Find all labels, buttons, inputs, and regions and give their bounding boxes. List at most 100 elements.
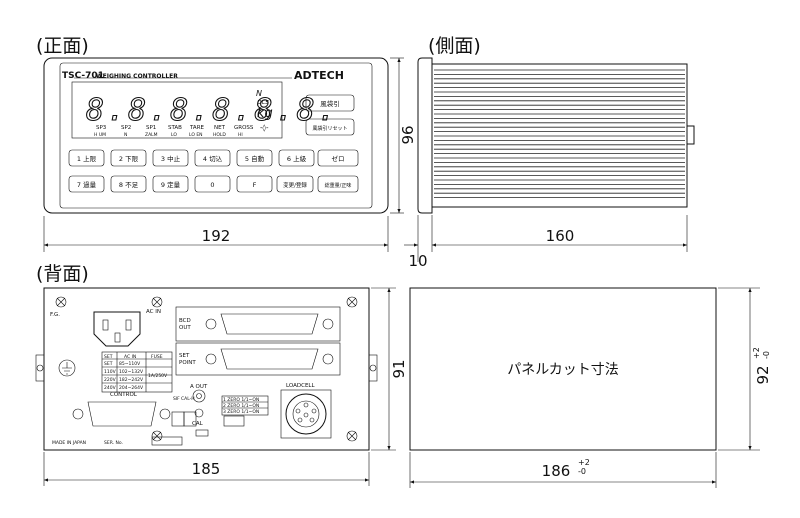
indicator-sub-3: ZALM — [145, 132, 158, 138]
key-4[interactable] — [194, 149, 231, 167]
brand-label: ADTECH — [294, 69, 344, 82]
title-front: (正面) — [36, 35, 89, 57]
setpoint-connector — [220, 348, 319, 370]
loadcell-plate — [280, 389, 332, 439]
voltage-table: SET AC IN FUSE SET 85~110V 110V 102~132V… — [101, 351, 173, 393]
bcd-connector — [220, 313, 319, 335]
table-cell: 240V — [104, 385, 117, 391]
dim-cutout-height: 92 — [754, 365, 772, 384]
key-3[interactable] — [152, 149, 189, 167]
cal-switch — [195, 429, 209, 437]
key-6[interactable] — [278, 149, 315, 167]
key-zero[interactable] — [317, 149, 359, 167]
indicator-row: SP3 SP2 SP1 STAB TARE NET GROSS H UM N Z… — [94, 125, 254, 138]
back-view: F.G. AC IN SET AC IN FUSE SET 85~110V 11… — [35, 287, 408, 486]
back-right-tab — [368, 354, 378, 382]
dim-back-width: 185 — [192, 460, 221, 478]
key-f[interactable] — [236, 175, 273, 193]
indicator-sub-4: LO — [171, 132, 177, 138]
tol-height-upper: +2 — [752, 347, 761, 359]
indicator-sp2: SP2 — [121, 125, 131, 131]
key-0[interactable] — [194, 175, 231, 193]
key-1[interactable] — [68, 149, 105, 167]
tare-reset-key[interactable] — [305, 118, 355, 136]
key-1-label: 1 上限 — [77, 154, 97, 163]
indicator-net: NET — [214, 125, 226, 131]
dim-cutout-width: 186 — [542, 462, 571, 480]
panel-cutout-view: パネルカット寸法 92 +2 -0 186 +2 -0 — [409, 287, 772, 488]
table-cell: 110V — [104, 369, 117, 375]
unit-pcs: pcs — [256, 98, 269, 106]
serial-box — [151, 436, 183, 446]
indicator-sp1: SP1 — [146, 125, 156, 131]
model-sub-label: WEIGHING CONTROLLER — [96, 73, 178, 80]
indicator-sp3: SP3 — [96, 125, 107, 131]
front-bezel — [43, 57, 389, 214]
tol-width-lower: -0 — [578, 467, 586, 476]
side-view: 96 160 10 — [390, 57, 695, 270]
indicator-stab: STAB — [168, 125, 182, 131]
key-change-register[interactable] — [276, 175, 314, 193]
key-9[interactable] — [152, 175, 189, 193]
key-gross-net-label: 総重量/正味 — [325, 182, 352, 189]
dip-switch — [223, 415, 245, 427]
unit-kg: kg — [257, 106, 273, 121]
tol-width-upper: +2 — [578, 458, 590, 467]
control-connector — [87, 401, 157, 427]
key-7[interactable] — [68, 175, 105, 193]
indicator-gross: GROSS — [234, 125, 254, 131]
display-window — [71, 81, 283, 139]
table-cell: SET — [104, 361, 113, 367]
side-ribs — [434, 69, 685, 199]
key-5[interactable] — [236, 149, 273, 167]
key-zero-label: ゼロ — [332, 154, 345, 163]
table-head-acin: AC IN — [124, 354, 136, 360]
setpoint-point-label: POINT — [179, 360, 196, 366]
key-7-label: 7 過量 — [77, 180, 97, 189]
table-head-fuse: FUSE — [151, 354, 163, 360]
key-8-label: 8 不足 — [119, 181, 139, 189]
setpoint-label: SET — [179, 353, 190, 359]
key-4-label: 4 切込 — [203, 154, 223, 163]
back-left-tab — [35, 354, 45, 382]
cutout-rect — [409, 287, 717, 451]
title-back: (背面) — [36, 263, 89, 285]
cal-trimmer — [194, 408, 204, 418]
key-2[interactable] — [110, 149, 147, 167]
key-0-label: 0 — [210, 181, 214, 189]
loadcell-row: 1 ZERO 1/1~ON — [223, 397, 259, 403]
made-in-label: MADE IN JAPAN — [52, 440, 86, 446]
key-2-label: 2 下限 — [119, 154, 139, 163]
indicator-sub-5: LO EN — [189, 132, 203, 138]
side-connector — [686, 125, 695, 145]
sif-label: SIF — [173, 396, 180, 402]
ac-in-label: AC IN — [146, 309, 161, 315]
loadcell-row: 2 ZERO 1/1~ON — [223, 403, 259, 409]
table-cell: 204~264V — [119, 385, 144, 391]
tare-reset-key-label: 風袋引リセット — [312, 125, 347, 132]
indicator-sub-1: H UM — [94, 132, 106, 138]
model-label: TSC-701 — [62, 71, 104, 81]
setpoint-connector-frame — [175, 342, 341, 376]
tare-key[interactable] — [305, 94, 355, 112]
side-bezel — [417, 57, 433, 214]
loadcell-label: LOADCELL — [286, 383, 315, 389]
key-change-register-label: 変更/登録 — [283, 181, 307, 189]
ground-icon — [58, 359, 76, 377]
control-label: CONTROL — [110, 392, 138, 398]
dim-side-bezel: 10 — [408, 252, 427, 270]
key-8[interactable] — [110, 175, 147, 193]
cal-h-label: CAL-H — [181, 396, 195, 402]
loadcell-connector — [285, 393, 327, 435]
keypad: 1 上限 2 下限 3 中止 4 切込 5 自動 6 上級 ゼロ 7 過量 8 … — [68, 149, 359, 193]
cal-label: CAL — [192, 421, 204, 427]
table-cell: 220V — [104, 377, 117, 383]
key-gross-net[interactable] — [317, 175, 359, 193]
unit-n: N — [256, 89, 262, 98]
a-out-jack — [192, 389, 206, 403]
key-5-label: 5 自動 — [245, 154, 265, 163]
dim-side-depth: 160 — [546, 227, 575, 245]
key-f-label: F — [253, 181, 257, 189]
serial-label: SER. No. — [104, 440, 123, 446]
